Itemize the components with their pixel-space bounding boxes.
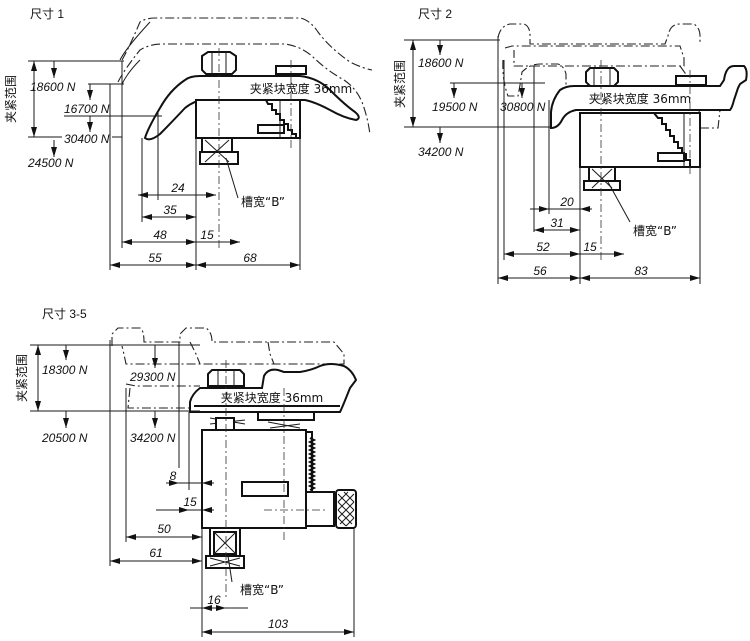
clamp-range-label: 夹紧范围 bbox=[15, 354, 29, 402]
dim-label: 15 bbox=[183, 495, 197, 509]
dim-label: 16 bbox=[207, 593, 221, 607]
clamp-slot-rect bbox=[257, 124, 285, 134]
force-bottom-inner: 30400 N bbox=[64, 132, 110, 146]
slot-width-label: 槽宽“B” bbox=[633, 223, 677, 238]
force-top-outer: 18600 N bbox=[30, 80, 76, 94]
clamp-width-label: 夹紧块宽度 36mm bbox=[221, 390, 323, 405]
clamp-bridge bbox=[550, 65, 748, 130]
force-top-outer: 18600 N bbox=[418, 56, 464, 70]
dim-label: 61 bbox=[149, 546, 162, 560]
workpiece-solid-edge bbox=[119, 21, 151, 85]
dim-label: 15 bbox=[200, 228, 214, 242]
dim-label: 31 bbox=[550, 216, 563, 230]
clamp-width-label: 夹紧块宽度 36mm bbox=[250, 81, 352, 96]
view-size-3-5: 尺寸 3-5 夹紧块宽度 36mm bbox=[15, 307, 358, 637]
force-bottom-outer: 20500 N bbox=[41, 431, 88, 445]
serration bbox=[306, 431, 317, 494]
clamp-nut bbox=[585, 67, 619, 87]
dim-label: 15 bbox=[583, 240, 597, 254]
clamp-width-label: 夹紧块宽度 36mm bbox=[589, 91, 691, 106]
serration bbox=[653, 112, 691, 167]
view-size-1: 尺寸 1 夹紧块宽度 36mm 夹紧范围 186 bbox=[4, 7, 373, 270]
view-size-2: 尺寸 2 夹紧块宽度 36mm 夹紧范围 18600 N bbox=[393, 7, 748, 284]
force-top-inner: 16700 N bbox=[64, 102, 110, 116]
dim-label: 52 bbox=[536, 240, 550, 254]
spring-nut bbox=[215, 417, 235, 431]
force-top-inner: 19500 N bbox=[432, 100, 478, 114]
dim-label: 56 bbox=[533, 264, 547, 278]
view-title: 尺寸 3-5 bbox=[42, 307, 87, 321]
dim-label: 8 bbox=[170, 469, 177, 483]
force-top-outer: 18300 N bbox=[42, 363, 88, 377]
clamp-bridge bbox=[189, 363, 358, 413]
clamp-range-label: 夹紧范围 bbox=[393, 60, 407, 108]
clamp-nut bbox=[201, 51, 237, 75]
force-bottom-inner: 34200 N bbox=[130, 431, 176, 445]
slot-width-label: 槽宽“B” bbox=[240, 582, 284, 597]
clamp-range-label: 夹紧范围 bbox=[4, 75, 18, 123]
clamp-slot-rect bbox=[241, 481, 289, 497]
dim-label: 48 bbox=[153, 228, 167, 242]
dim-label: 68 bbox=[243, 251, 257, 265]
workpiece-outline-upper bbox=[121, 17, 373, 71]
force-bottom-outer: 34200 N bbox=[418, 145, 464, 159]
force-bottom-outer: 24500 N bbox=[27, 156, 74, 170]
view-title: 尺寸 2 bbox=[418, 7, 452, 21]
clamp-bridge bbox=[143, 75, 360, 141]
t-nut-lower bbox=[583, 180, 621, 191]
knob-housing bbox=[305, 491, 335, 527]
dim-label: 55 bbox=[148, 251, 162, 265]
force-top-inner: 29300 N bbox=[129, 370, 176, 384]
force-bottom-inner: 30800 N bbox=[500, 100, 546, 114]
view-title: 尺寸 1 bbox=[30, 7, 64, 21]
serration bbox=[265, 99, 297, 138]
dim-label: 35 bbox=[163, 203, 177, 217]
clamp-plate bbox=[675, 75, 707, 86]
spring-plate bbox=[257, 411, 315, 421]
clamp-slot-rect bbox=[657, 152, 685, 162]
dim-label: 20 bbox=[559, 195, 574, 209]
dim-label: 83 bbox=[634, 264, 648, 278]
t-nut-upper bbox=[201, 137, 233, 153]
dim-label: 50 bbox=[157, 522, 171, 536]
workpiece-outline-lower bbox=[117, 43, 371, 136]
slot-width-label: 槽宽“B” bbox=[241, 194, 285, 209]
clamp-block bbox=[201, 429, 307, 529]
dim-label: 24 bbox=[170, 181, 185, 195]
dim-label: 103 bbox=[268, 617, 288, 631]
